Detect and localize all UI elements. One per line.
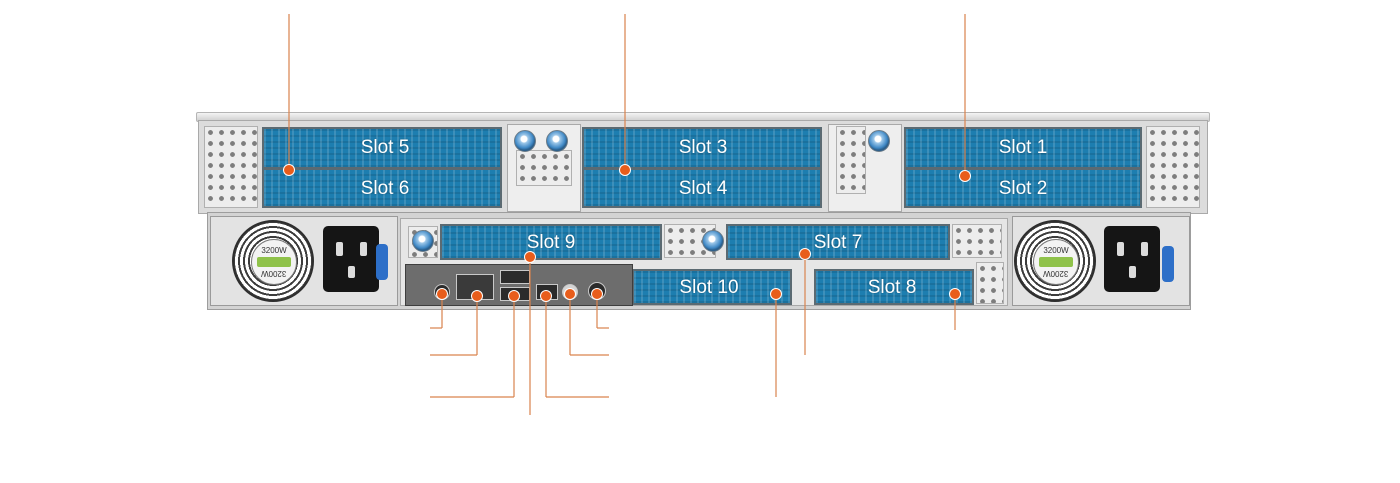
callout-dot-slot-5-6 [283, 164, 295, 176]
callout-dot-slot-1-2 [959, 170, 971, 182]
slot-2-label: Slot 2 [998, 178, 1048, 199]
callout-dot-slot-10 [770, 288, 782, 300]
slot-3-label: Slot 3 [678, 137, 728, 158]
callout-dot-id-led [564, 288, 576, 300]
psu-left-release-latch[interactable] [376, 244, 388, 280]
lower-center-vent [664, 224, 716, 258]
slot-7-label: Slot 7 [813, 232, 863, 253]
left-upper-vent [204, 126, 258, 208]
callout-dot-lan [471, 290, 483, 302]
inlet-pin [1129, 266, 1136, 278]
slot-10-label: Slot 10 [679, 277, 739, 298]
psu-left-rating: 3200W [261, 246, 287, 255]
slot-6-label: Slot 6 [360, 178, 410, 199]
pcie-slot-7[interactable] [726, 224, 950, 260]
right-upper-vent [1146, 126, 1200, 208]
lower-right-vent [952, 224, 1002, 258]
callout-dot-slot-9 [524, 251, 536, 263]
lower-right-vent-2 [976, 262, 1004, 304]
callout-dot-usb [508, 290, 520, 302]
inlet-pin [1141, 242, 1148, 256]
psu-right-release-latch[interactable] [1162, 246, 1174, 282]
thumb-screw-icon[interactable] [868, 130, 890, 152]
psu-left-label: 3200W 3200W [251, 239, 297, 285]
thumb-screw-icon[interactable] [412, 230, 434, 252]
callout-dot-display [540, 290, 552, 302]
pcie-slot-2[interactable] [904, 168, 1142, 208]
psu-right-label: 3200W 3200W [1033, 239, 1079, 285]
slot-9-label: Slot 9 [526, 232, 576, 253]
inlet-pin [360, 242, 367, 256]
callout-dot-power-button [436, 288, 448, 300]
psu-left-power-inlet[interactable] [323, 226, 379, 292]
psu-left-badge [257, 257, 291, 267]
pcie-slot-8[interactable] [814, 269, 974, 305]
inlet-pin [336, 242, 343, 256]
callout-dot-slot-8 [949, 288, 961, 300]
thumb-screw-icon[interactable] [546, 130, 568, 152]
pcie-slot-9[interactable] [440, 224, 662, 260]
psu-right-rating: 3200W [1043, 246, 1069, 255]
pcie-slot-10[interactable] [632, 269, 792, 305]
psu-right-power-inlet[interactable] [1104, 226, 1160, 292]
divider-vent-left [516, 150, 572, 186]
inlet-pin [348, 266, 355, 278]
thumb-screw-icon[interactable] [514, 130, 536, 152]
pcie-slot-3[interactable] [582, 127, 822, 169]
callout-dot-reset [591, 288, 603, 300]
inlet-pin [1117, 242, 1124, 256]
pcie-slot-4[interactable] [582, 168, 822, 208]
slot-1-label: Slot 1 [998, 137, 1048, 158]
thumb-screw-icon[interactable] [702, 230, 724, 252]
callout-dot-slot-3-4 [619, 164, 631, 176]
slot-4-label: Slot 4 [678, 178, 728, 199]
pcie-slot-6[interactable] [262, 168, 502, 208]
slot-8-label: Slot 8 [867, 277, 917, 298]
slot-5-label: Slot 5 [360, 137, 410, 158]
psu-right-badge [1039, 257, 1073, 267]
callout-dot-slot-7 [799, 248, 811, 260]
divider-vent [836, 126, 866, 194]
